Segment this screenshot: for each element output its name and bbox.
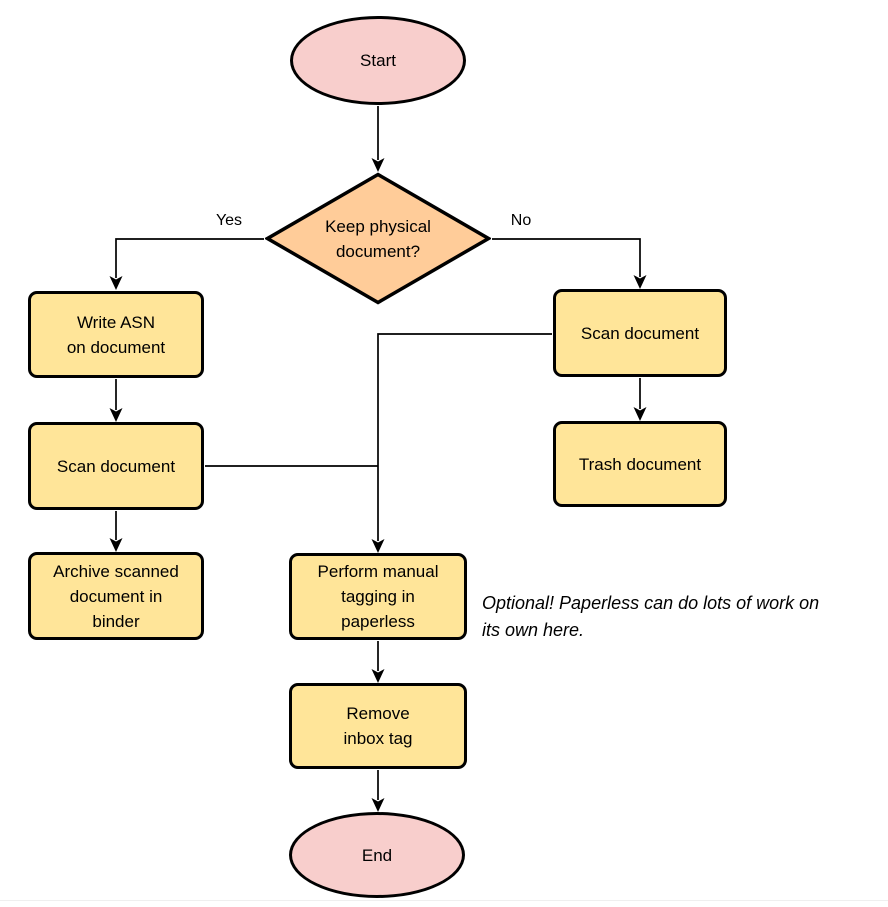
node-decision-label: Keep physical document? [325, 216, 431, 261]
arrowhead-remove-to-end [371, 798, 385, 812]
node-end: End [289, 812, 465, 898]
edge-label-no: No [510, 212, 532, 229]
node-start-label: Start [360, 51, 396, 70]
node-end-label: End [361, 845, 393, 865]
arrowhead-scan-right-to-trash [633, 407, 647, 421]
node-remove-inbox-tag-label: Remove inbox tag [343, 704, 413, 748]
arrowhead-start-to-decision [371, 158, 385, 172]
edge-decision-to-write-asn [115, 238, 264, 278]
decision-diamond-shape [265, 172, 491, 305]
node-manual-tagging-label: Perform manual tagging in paperless [317, 562, 439, 631]
arrowhead-tagging-to-remove [371, 669, 385, 683]
node-archive-binder: Archive scanned document in binder [28, 552, 204, 640]
node-manual-tagging: Perform manual tagging in paperless [289, 553, 467, 640]
node-scan-document-left-label: Scan document [56, 456, 176, 476]
node-scan-document-right: Scan document [553, 289, 727, 377]
node-trash-document-label: Trash document [578, 454, 702, 474]
node-start: Start [290, 16, 466, 105]
node-decision: Keep physical document? [265, 172, 491, 305]
node-write-asn-label: Write ASN on document [66, 312, 166, 357]
arrowhead-scan-left-to-archive [109, 538, 123, 552]
node-archive-binder-label: Archive scanned document in binder [53, 561, 179, 631]
edge-scan-right-to-tagging [377, 333, 552, 541]
node-scan-document-left: Scan document [28, 422, 204, 510]
bottom-divider [0, 900, 888, 901]
edge-label-yes: Yes [215, 212, 243, 229]
node-write-asn: Write ASN on document [28, 291, 204, 378]
node-remove-inbox-tag: Remove inbox tag [289, 683, 467, 769]
edge-decision-to-scan-right [492, 238, 641, 277]
arrowhead-decision-to-scan-right [633, 275, 647, 289]
arrowhead-decision-to-write-asn [109, 276, 123, 290]
node-scan-document-right-label: Scan document [580, 323, 700, 343]
arrowhead-write-asn-to-scan-left [109, 408, 123, 422]
arrowhead-scan-right-to-tagging [371, 539, 385, 553]
optional-note: Optional! Paperless can do lots of work … [482, 593, 820, 640]
node-trash-document: Trash document [553, 421, 727, 507]
